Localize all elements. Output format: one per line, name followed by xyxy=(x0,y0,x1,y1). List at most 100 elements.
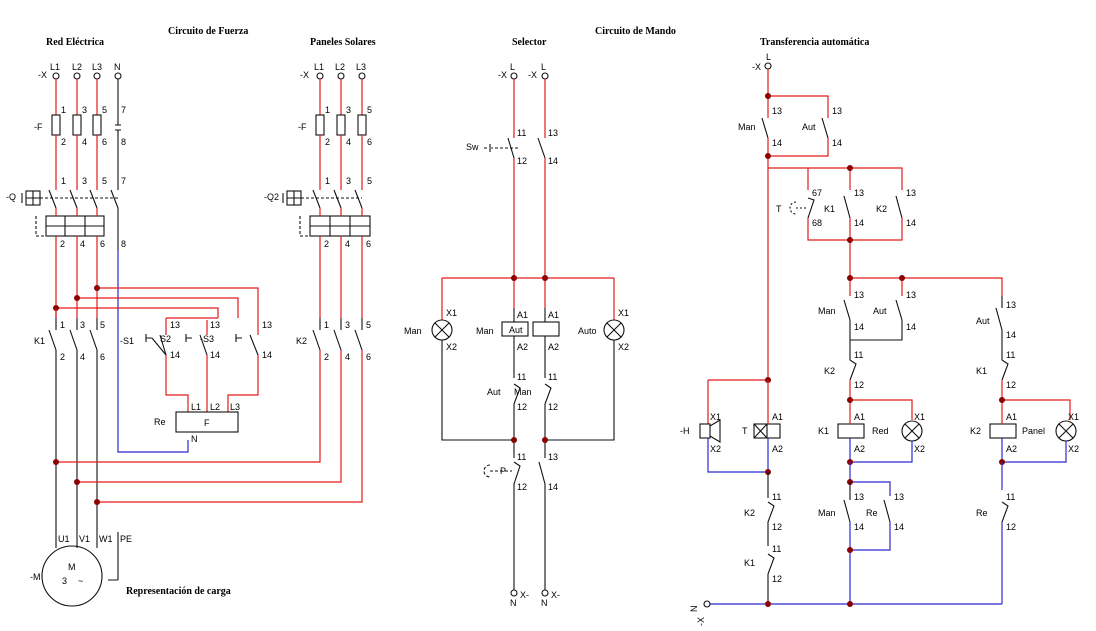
tr-k1b-11: 11 xyxy=(772,544,781,554)
tr-k2il-12: 12 xyxy=(854,380,864,390)
tr-k1il-label: K1 xyxy=(976,366,987,376)
title-grid: Red Eléctrica xyxy=(46,37,104,48)
tr-junction-5 xyxy=(847,275,853,281)
horn-icon xyxy=(699,423,711,439)
grid-line-n: N xyxy=(114,62,121,72)
grid-breaker-top-3: 3 xyxy=(82,176,87,186)
grid-line-l2: L2 xyxy=(72,62,82,72)
grid-fuse-3 xyxy=(92,114,102,136)
tr-k2-contact-label: K2 xyxy=(876,204,887,214)
grid-breaker-bot-4: 4 xyxy=(80,239,85,249)
grid-fuse-bot-4: 4 xyxy=(82,137,87,147)
tr-t-68: 68 xyxy=(812,218,822,228)
junction-l1-load xyxy=(53,459,59,465)
k2-bot-4: 4 xyxy=(345,352,350,362)
coil-k2-a2: A2 xyxy=(1006,444,1017,454)
tr-k1-contact-label: K1 xyxy=(824,204,835,214)
sel-n-terminal-b xyxy=(541,589,549,597)
lamp-panel-label: Panel xyxy=(1022,426,1045,436)
tr-junction-2 xyxy=(765,153,771,159)
title-selector: Selector xyxy=(512,37,547,48)
k2-bot-2: 2 xyxy=(324,352,329,362)
motor-name: M xyxy=(68,562,76,572)
sel-n-terminal-a xyxy=(510,589,518,597)
k1-top-1: 1 xyxy=(60,320,65,330)
tr-re3-12: 12 xyxy=(1006,522,1016,532)
timer-coil-label: T xyxy=(742,426,748,436)
junction-s2 xyxy=(74,295,80,301)
s1-bot: 14 xyxy=(170,350,180,360)
coil-man-a2: A2 xyxy=(548,342,559,352)
interlock-man-label: Man xyxy=(514,387,532,397)
horn-x2: X2 xyxy=(710,444,721,454)
solar-contactor-label: K2 xyxy=(296,336,307,346)
solar-breaker-top-1: 1 xyxy=(325,176,330,186)
grid-breaker-top-5: 5 xyxy=(102,176,107,186)
p-bot-14: 14 xyxy=(548,482,558,492)
coil-k1-a1: A1 xyxy=(854,412,865,422)
sel-term-x2: -X xyxy=(528,70,537,80)
solar-line-l2: L2 xyxy=(335,62,345,72)
tr-aut3-14: 14 xyxy=(1006,330,1016,340)
solar-fuse-top-5: 5 xyxy=(367,105,372,115)
sel-term-l1: L xyxy=(510,62,515,72)
grid-fuse-bot-2: 2 xyxy=(61,137,66,147)
tr-k1b-12: 12 xyxy=(772,574,782,584)
lamp-man-x2: X2 xyxy=(446,342,457,352)
tr-junction-4 xyxy=(847,237,853,243)
grid-contactor-label: K1 xyxy=(34,336,45,346)
lamp-auto-x2: X2 xyxy=(618,342,629,352)
title-load: Representación de carga xyxy=(126,586,231,597)
grid-breaker-label: -Q xyxy=(6,192,16,202)
k1-top-5: 5 xyxy=(100,320,105,330)
solar-breaker-bot-4: 4 xyxy=(345,239,350,249)
relay-in-l2: L2 xyxy=(210,402,220,412)
il-a-12: 12 xyxy=(517,402,527,412)
grid-fuse-1 xyxy=(51,114,61,136)
title-transfer: Transferencia automática xyxy=(760,37,869,48)
coil-k1-label: K1 xyxy=(818,426,829,436)
tr-junction-16 xyxy=(847,601,853,607)
grid-fuse-top-3: 3 xyxy=(82,105,87,115)
tr-junction-top xyxy=(765,93,771,99)
solar-line-l3: L3 xyxy=(356,62,366,72)
grid-fuse-label: -F xyxy=(34,122,43,132)
solar-section: -X L1 L2 L3 -F 1 3 5 2 4 6 -Q2 1 3 5 2 4… xyxy=(53,62,372,505)
relay-name: F xyxy=(204,418,210,428)
k1-bot-6: 6 xyxy=(100,352,105,362)
coil-man xyxy=(532,321,560,337)
grid-breaker-bot-2: 2 xyxy=(60,239,65,249)
tr-k2il-11: 11 xyxy=(854,350,863,360)
lamp-red-x1: X1 xyxy=(914,412,925,422)
il-b-11: 11 xyxy=(548,372,557,382)
tr-man-14: 14 xyxy=(772,138,782,148)
grid-breaker-bot-8: 8 xyxy=(121,239,126,249)
motor-section: U1 V1 W1 PE M 3 ~ -M xyxy=(30,532,132,607)
tr-term-x: -X xyxy=(752,62,761,72)
il-b-12: 12 xyxy=(548,402,558,412)
k1-top-3: 3 xyxy=(80,320,85,330)
tr-junction-15 xyxy=(765,601,771,607)
sel-n-label-a: N xyxy=(510,598,517,608)
motor-pe: PE xyxy=(120,534,132,544)
motor-phases: 3 xyxy=(62,576,67,586)
timer-a2: A2 xyxy=(772,444,783,454)
tr-k2-13: 13 xyxy=(906,188,916,198)
solar-fuse-label: -F xyxy=(298,122,307,132)
tr-aut-14: 14 xyxy=(832,138,842,148)
s-x-bot: 14 xyxy=(262,350,272,360)
lamp-red-x2: X2 xyxy=(914,444,925,454)
s-x-top: 13 xyxy=(262,320,272,330)
tr-aut2-14: 14 xyxy=(906,322,916,332)
tr-aut3-label: Aut xyxy=(976,316,990,326)
sensor-s1-label: -S1 xyxy=(120,336,134,346)
sel-terminal-a xyxy=(510,72,518,80)
tr-junction-6 xyxy=(899,275,905,281)
s3-bot: 14 xyxy=(210,350,220,360)
tr-n-terminal xyxy=(703,600,711,608)
solar-fuse-2 xyxy=(336,114,346,136)
sw-top-13: 13 xyxy=(548,128,558,138)
sel-term-l2: L xyxy=(541,62,546,72)
p-top-13: 13 xyxy=(548,452,558,462)
grid-fuse-bot-6: 6 xyxy=(102,137,107,147)
